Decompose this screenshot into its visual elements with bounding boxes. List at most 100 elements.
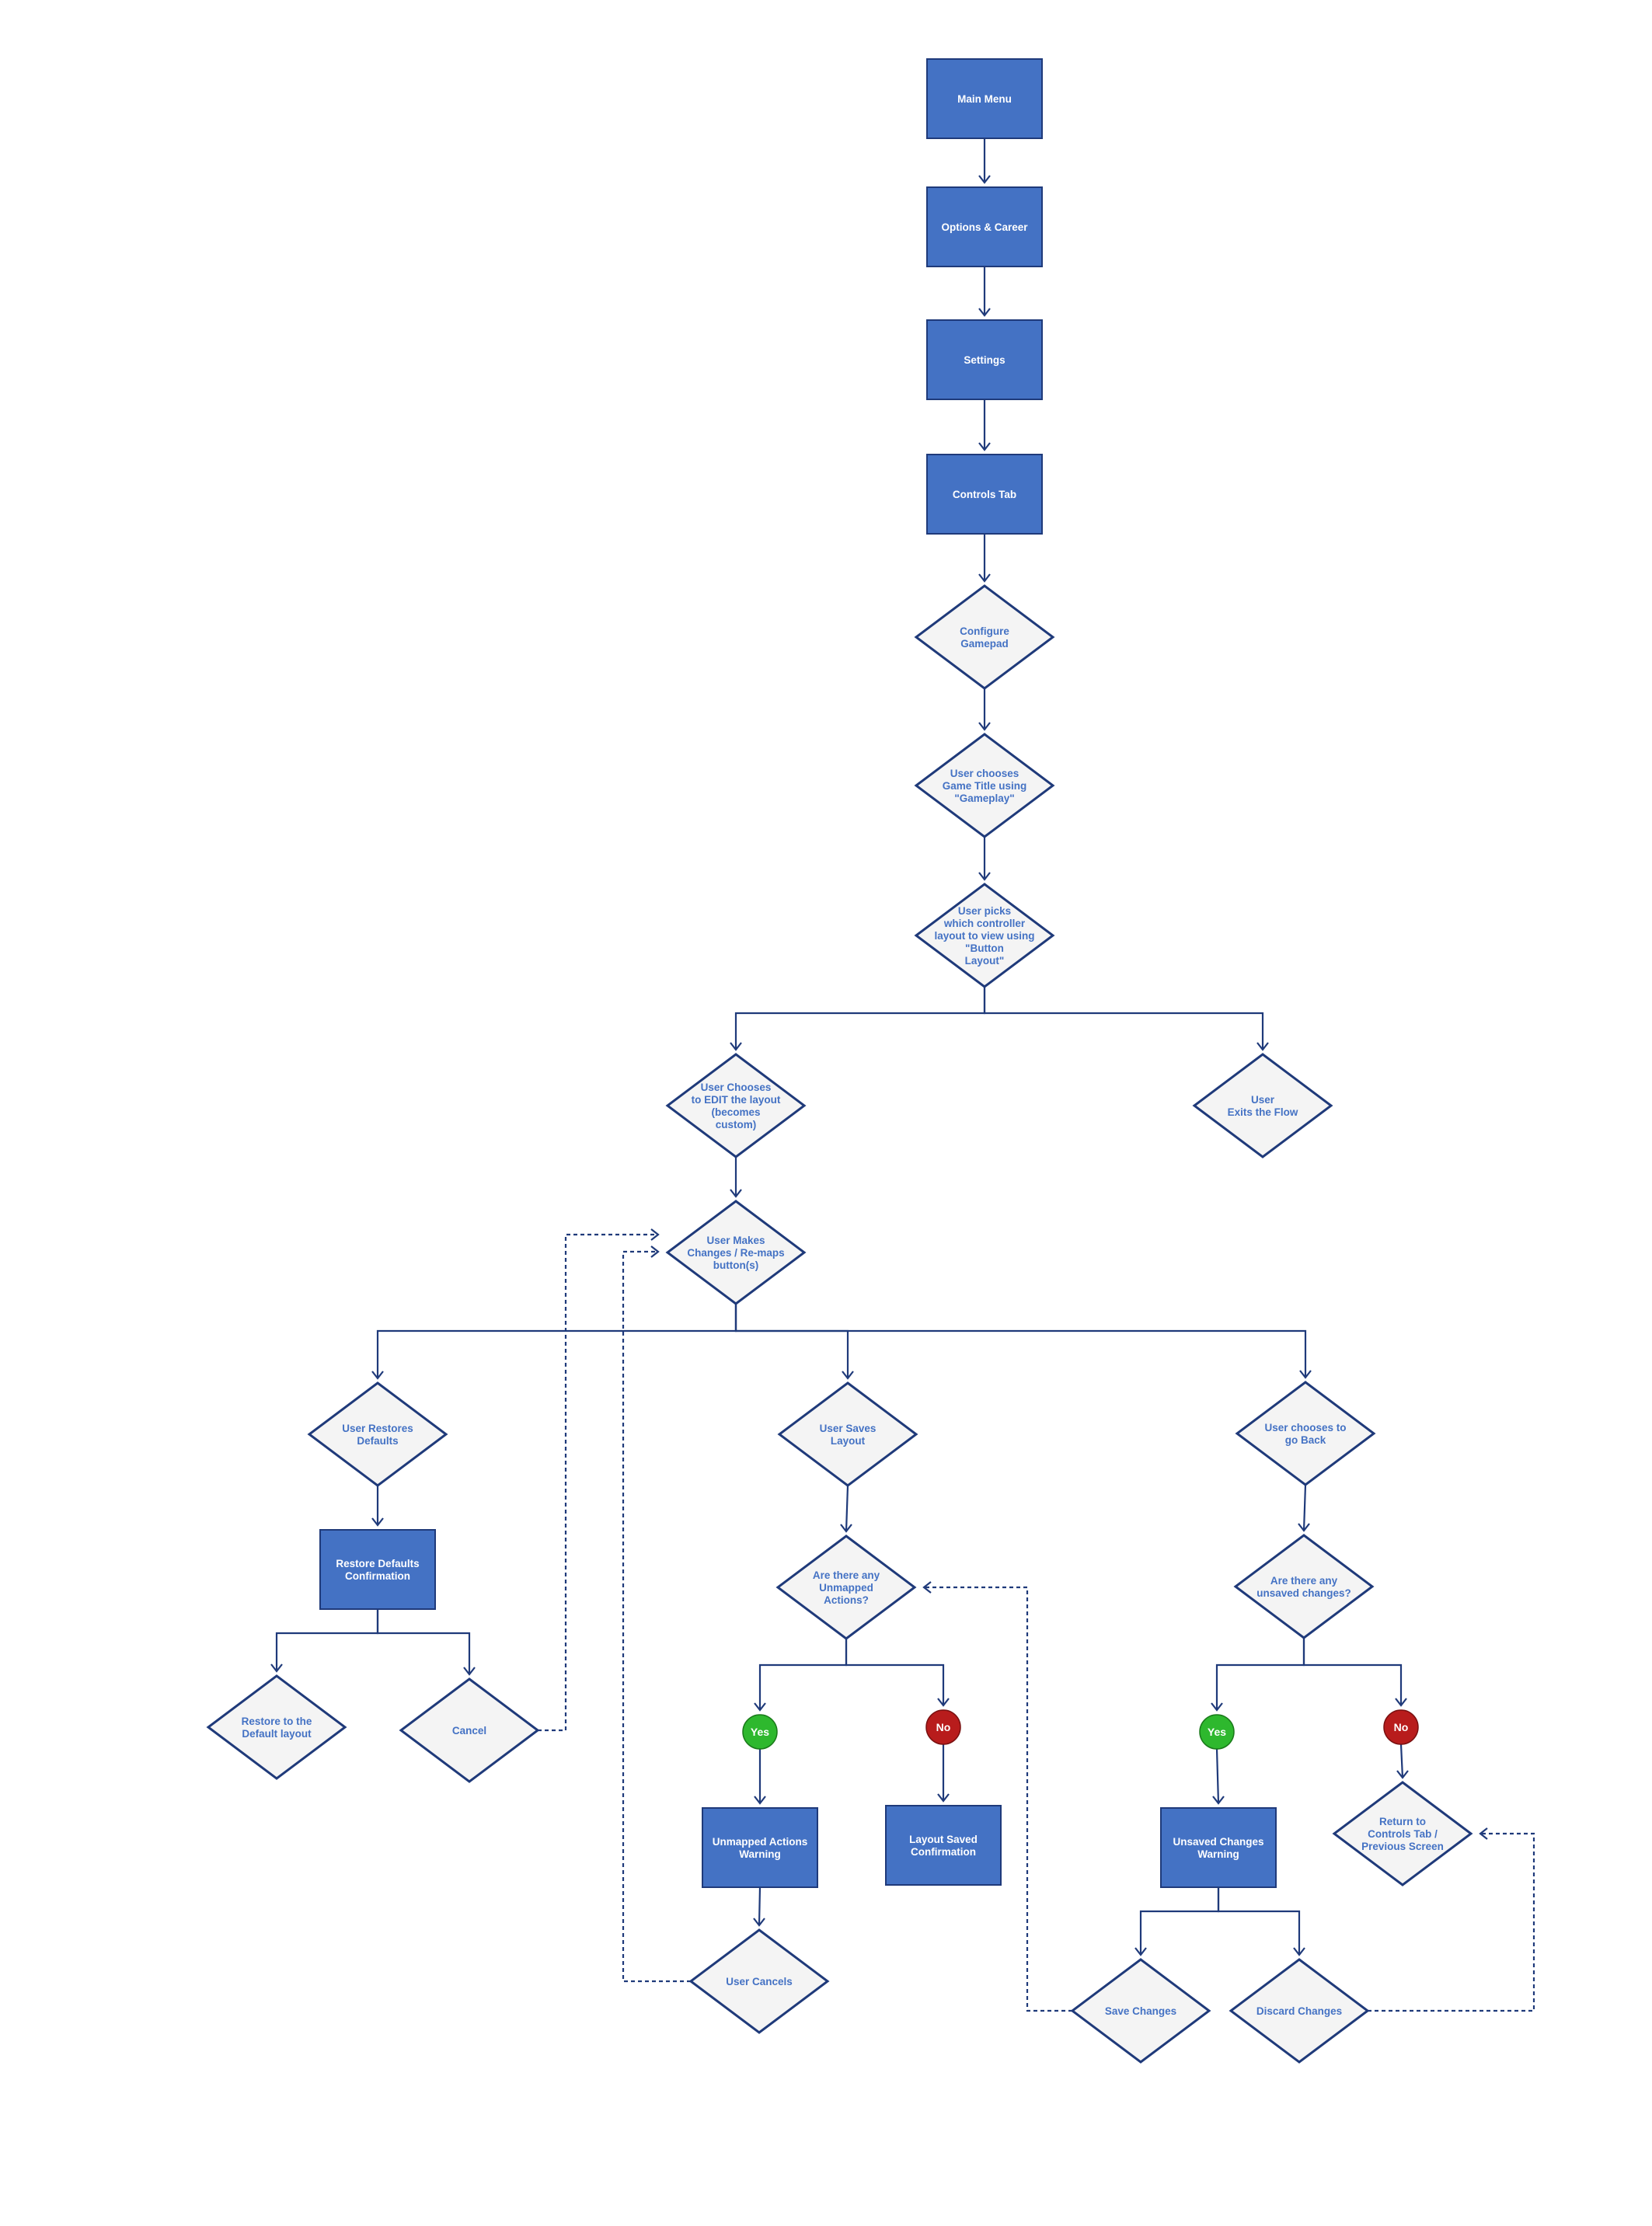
edge-restore-confirm-to-cancel (376, 1609, 476, 1676)
connector-layer (270, 138, 1535, 2012)
arrowhead (753, 1918, 765, 1927)
node-label-line: Restore to the (242, 1716, 312, 1727)
arrowhead (1396, 1770, 1409, 1779)
arrowhead (937, 1698, 950, 1707)
arrowhead (1212, 1796, 1225, 1805)
edge-unsaved-warning-to-save-changes (1134, 1887, 1220, 1956)
yes-badge (1199, 1714, 1235, 1750)
edge-unsaved-q-to-no-unsaved (1302, 1638, 1407, 1707)
process-box (926, 186, 1043, 267)
node-label-line: Yes (1208, 1726, 1226, 1738)
node-label-line: Are there any (813, 1569, 880, 1581)
node-label-line: User Cancels (726, 1976, 793, 1987)
connector-line (924, 1586, 1072, 2012)
decision-diamond (914, 584, 1055, 690)
arrowhead (842, 1371, 854, 1380)
arrowhead (1293, 1947, 1305, 1956)
edge-settings-to-controls-tab (978, 399, 991, 451)
node-label-line: custom) (716, 1119, 757, 1130)
edge-configure-gamepad-to-choose-game-title (978, 688, 991, 731)
node-controls-tab: Controls Tab (926, 454, 1043, 535)
node-label-line: Controls Tab / (1368, 1828, 1438, 1840)
node-label-line: Changes / Re-maps (687, 1247, 784, 1259)
process-box (885, 1805, 1002, 1886)
no-badge (925, 1709, 961, 1745)
edge-unsaved-warning-to-discard-changes (1217, 1887, 1305, 1956)
node-label-line: which controller (943, 918, 1026, 929)
edge-make-changes-to-restore-defaults (371, 1304, 737, 1380)
node-label-line: User picks (958, 905, 1011, 917)
connector-line (1215, 1748, 1220, 1804)
connector-line (758, 1639, 848, 1710)
node-label-line: No (1394, 1721, 1409, 1733)
edge-options-career-to-settings (978, 266, 991, 317)
edge-yes-unmapped-to-unmapped-warning (754, 1749, 766, 1805)
node-label-line: unsaved changes? (1256, 1587, 1351, 1599)
arrowhead (730, 1042, 742, 1051)
edge-edit-layout-to-make-changes (730, 1157, 742, 1198)
node-label-line: Configure (960, 625, 1009, 637)
edge-save-changes-to-unmapped-q (922, 1581, 1072, 2012)
arrowhead (1479, 1827, 1488, 1840)
arrowhead (937, 1793, 950, 1803)
node-label-line: Are there any (1270, 1575, 1338, 1587)
edge-unmapped-warning-to-user-cancels (753, 1886, 765, 1927)
node-label-line: Confirmation (911, 1846, 976, 1858)
node-save-changes: Save Changes (1070, 1958, 1211, 2064)
connector-line (275, 1609, 379, 1671)
arrowhead (978, 175, 991, 184)
arrowhead (978, 722, 991, 731)
node-no-unsaved: No (1383, 1709, 1419, 1745)
decision-diamond (1229, 1958, 1370, 2064)
node-label-line: Actions? (824, 1594, 869, 1606)
decision-diamond (1192, 1053, 1333, 1158)
node-label-line: Controls Tab (953, 489, 1016, 500)
yes-badge (742, 1714, 778, 1750)
node-label-line: "Gameplay" (954, 793, 1014, 804)
node-label-line: Unsaved Changes (1173, 1836, 1263, 1848)
arrowhead (754, 1702, 766, 1712)
connector-line (983, 987, 1264, 1050)
edge-unsaved-q-to-yes-unsaved (1211, 1638, 1305, 1712)
edge-go-back-to-unsaved-q (1298, 1484, 1310, 1532)
connector-line (734, 1304, 849, 1378)
node-label-line: layout to view using (934, 930, 1034, 942)
edge-restore-defaults-to-restore-confirm (371, 1486, 384, 1527)
decision-diamond (688, 1928, 830, 2034)
edge-yes-unsaved-to-unsaved-warning (1212, 1748, 1225, 1805)
edge-user-cancels-to-make-changes (622, 1245, 691, 1983)
connector-line (1139, 1887, 1220, 1955)
no-badge (1383, 1709, 1419, 1745)
node-label-line: Save Changes (1105, 2005, 1176, 2017)
connector-line (622, 1250, 691, 1983)
connector-line (376, 1304, 737, 1378)
arrowhead (1395, 1698, 1407, 1707)
node-label-line: Return to (1379, 1816, 1426, 1827)
edge-saves-layout-to-unmapped-q (840, 1485, 852, 1533)
node-label-line: Game Title using (943, 780, 1027, 792)
decision-diamond (777, 1381, 918, 1487)
connector-line (1217, 1887, 1301, 1955)
edge-no-unmapped-to-layout-saved (937, 1744, 950, 1803)
arrowhead (840, 1524, 852, 1533)
node-label-line: Yes (751, 1726, 769, 1738)
edge-controls-tab-to-configure-gamepad (978, 534, 991, 583)
decision-diamond (775, 1535, 917, 1640)
edge-restore-confirm-to-restore-default-layout (270, 1609, 379, 1673)
process-box (926, 319, 1043, 400)
connector-line (1302, 1484, 1307, 1531)
node-label-line: Confirmation (345, 1570, 410, 1582)
edge-unmapped-q-to-no-unmapped (845, 1639, 950, 1707)
arrowhead (1298, 1523, 1310, 1532)
decision-diamond (1233, 1534, 1375, 1639)
connector-line (845, 1639, 945, 1705)
arrowhead (978, 872, 991, 881)
